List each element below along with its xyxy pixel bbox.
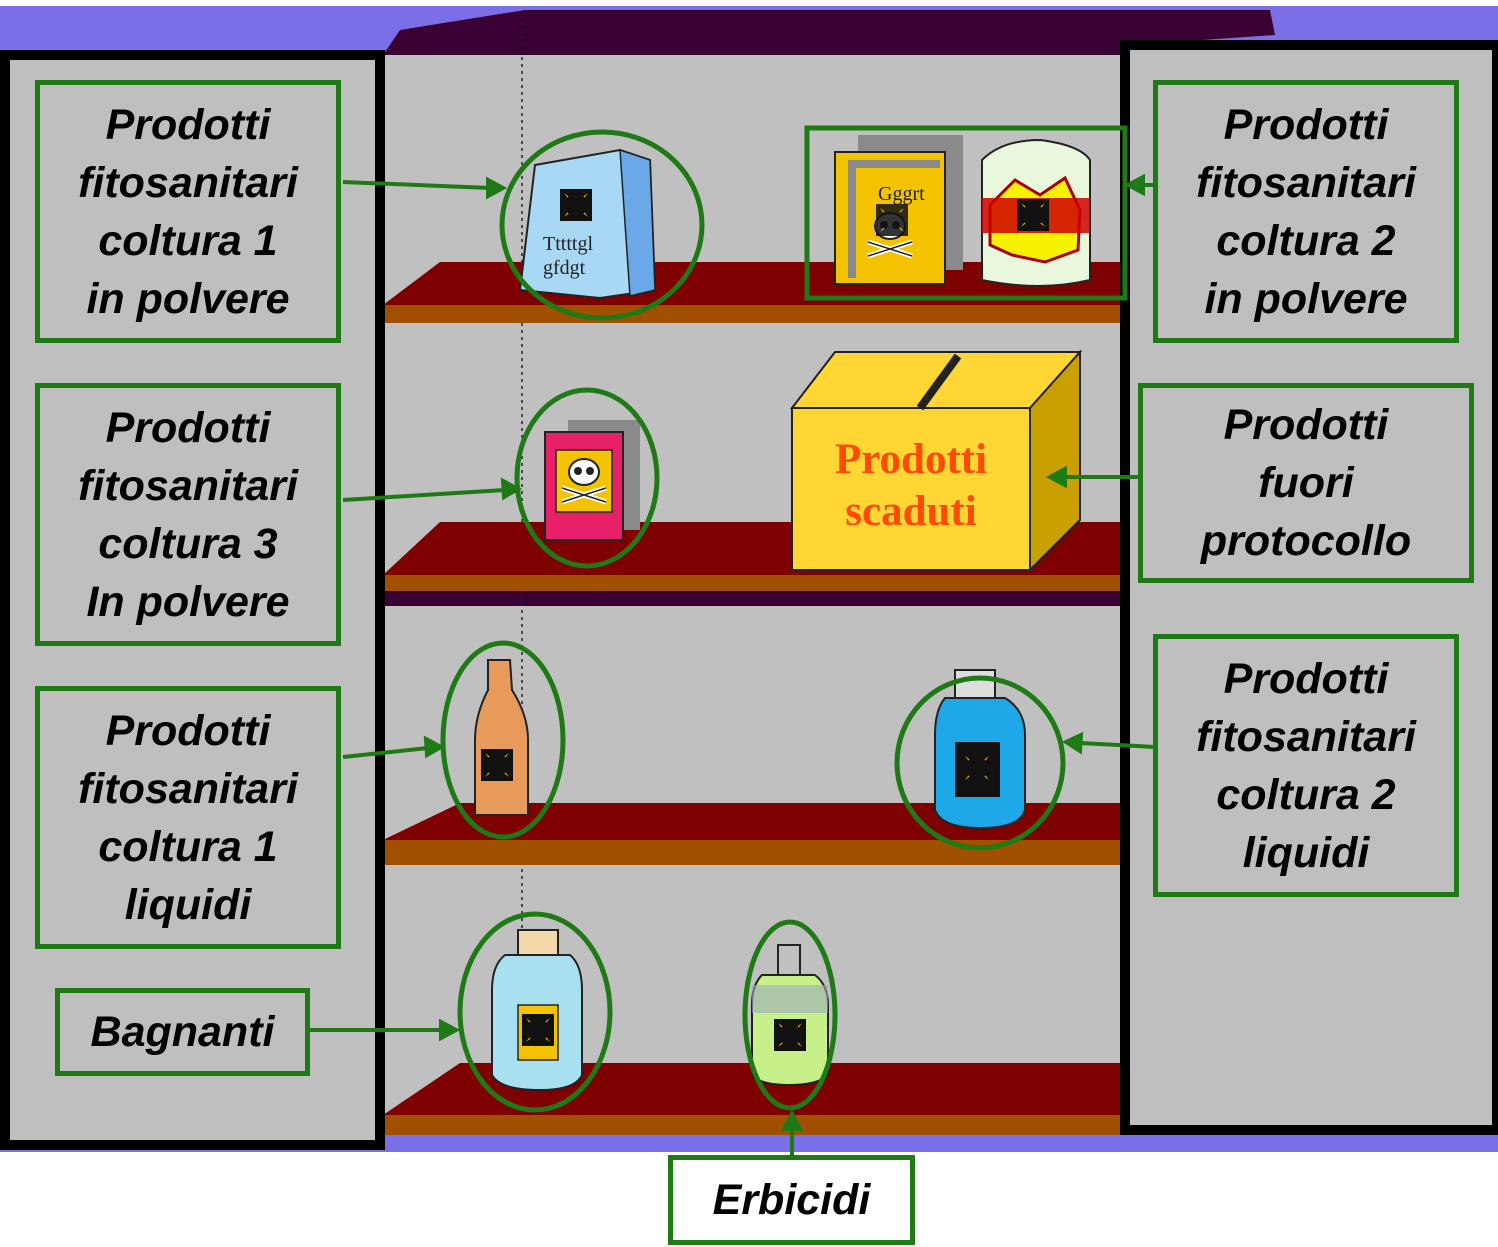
orange-bottle-icon [474,659,529,816]
powder-can-icon [981,138,1091,287]
highlight-ellipse-6 [742,919,838,1111]
highlight-ellipse-2 [514,387,660,569]
scaduti-box-label: Prodotti scaduti [834,436,988,535]
label-coltura2-polvere: Prodotti fitosanitari coltura 2 in polve… [1153,80,1459,343]
highlight-ellipse-3 [440,640,566,840]
highlight-rect-1 [804,125,1128,301]
label-coltura2-liquidi: Prodotti fitosanitari coltura 2 liquidi [1153,634,1459,897]
label-coltura3-polvere: Prodotti fitosanitari coltura 3 In polve… [35,383,341,646]
highlight-ellipse-5 [457,911,613,1113]
powder-bag-icon [518,148,657,300]
label-erbicidi: Erbicidi [668,1155,915,1245]
label-coltura1-liquidi: Prodotti fitosanitari coltura 1 liquidi [35,686,341,949]
yellow-box-text: Gggrt [878,183,925,205]
pink-package-icon [544,420,640,541]
cardboard-box-icon [789,349,1083,573]
wetting-agent-bottle-icon [491,929,583,1092]
herbicide-bottle-icon [751,944,829,1087]
label-fuori-protocollo: Prodotti fuori protocollo [1138,383,1474,583]
label-bagnanti: Bagnanti [55,988,310,1076]
highlight-ellipse-4 [894,675,1066,851]
label-coltura1-polvere: Prodotti fitosanitari coltura 1 in polve… [35,80,341,343]
blue-bottle-icon [934,669,1026,830]
powder-box-icon [834,135,963,285]
bag-text: Tttttgl gfdgt [543,233,593,279]
highlight-ellipse-1 [499,129,705,321]
